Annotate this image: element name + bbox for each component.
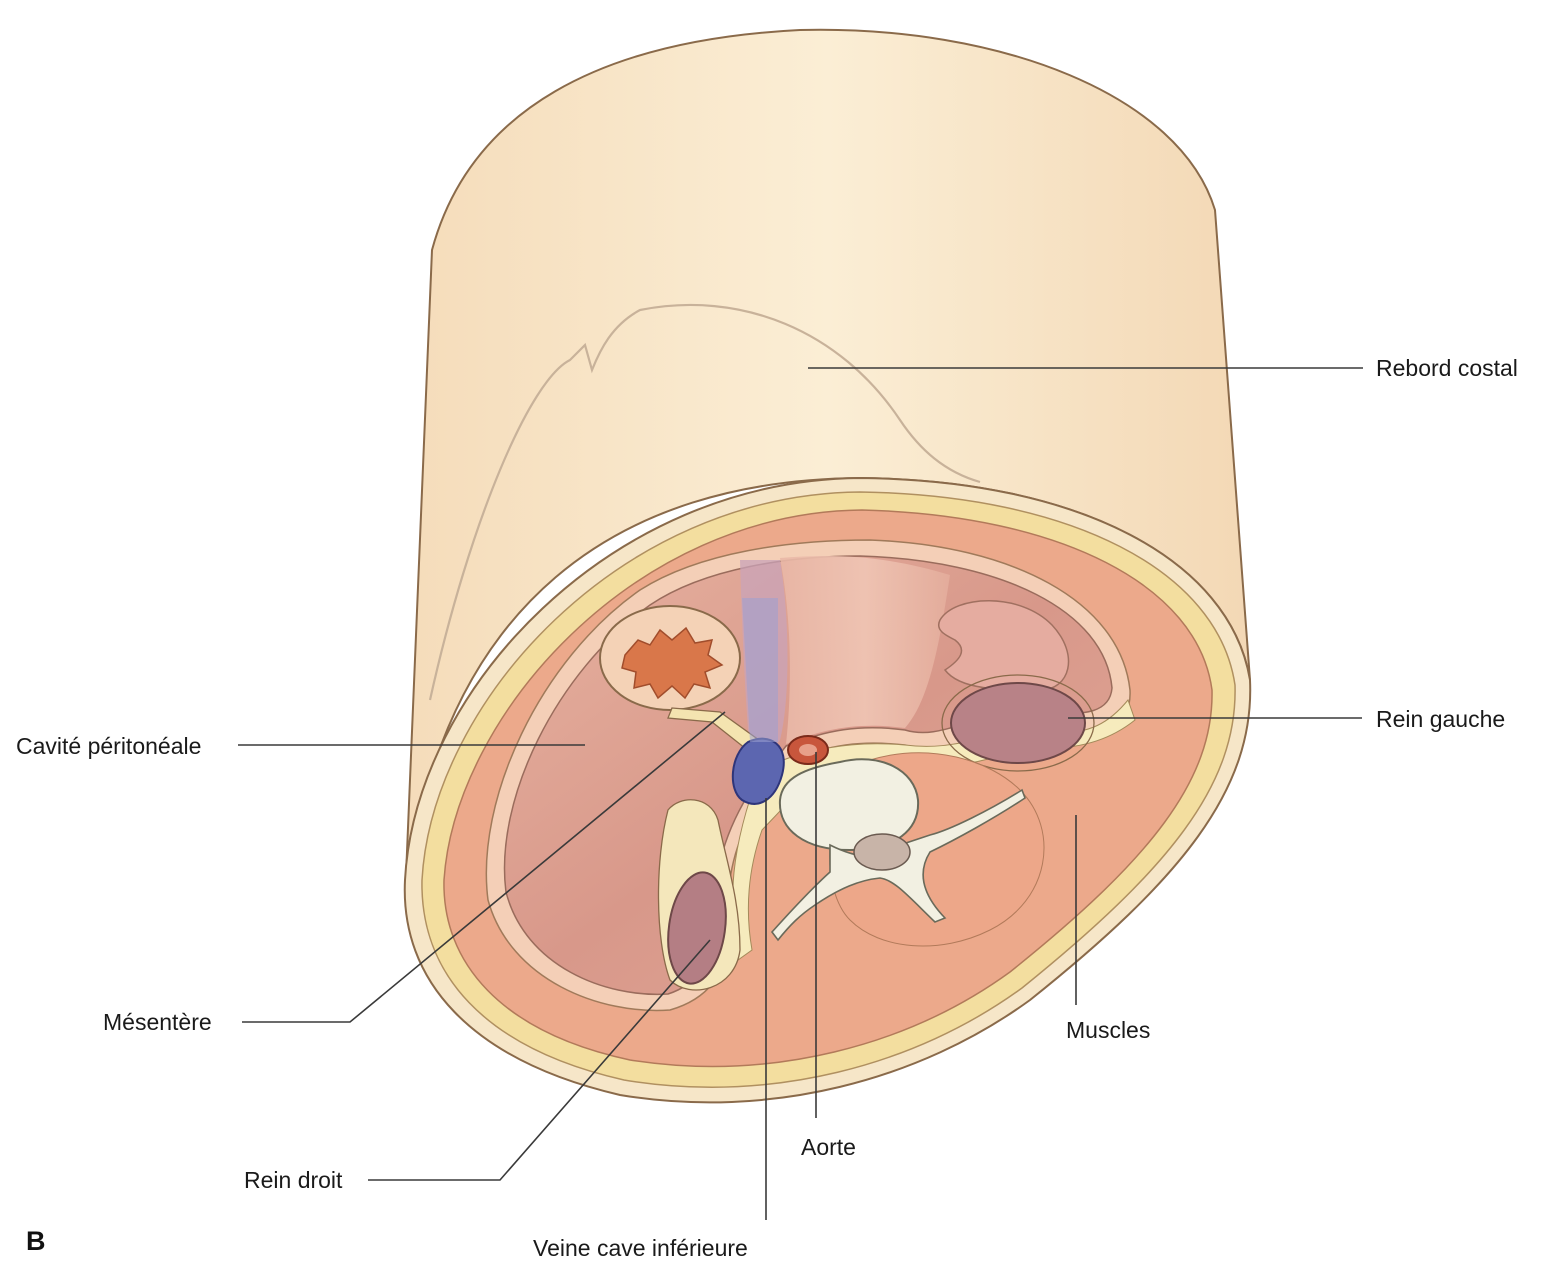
- label-rein-gauche: Rein gauche: [1376, 706, 1505, 732]
- left-kidney: [951, 683, 1085, 763]
- spinal-canal: [854, 834, 910, 870]
- aorta-lumen: [799, 744, 817, 756]
- label-aorte: Aorte: [801, 1134, 856, 1160]
- label-muscles: Muscles: [1066, 1017, 1150, 1043]
- label-veine-cave: Veine cave inférieure: [533, 1235, 748, 1261]
- label-rebord-costal: Rebord costal: [1376, 355, 1518, 381]
- label-cavite-peritoneale: Cavité péritonéale: [16, 733, 201, 759]
- label-mesentere: Mésentère: [103, 1009, 212, 1035]
- panel-letter: B: [26, 1226, 46, 1256]
- label-rein-droit: Rein droit: [244, 1167, 343, 1193]
